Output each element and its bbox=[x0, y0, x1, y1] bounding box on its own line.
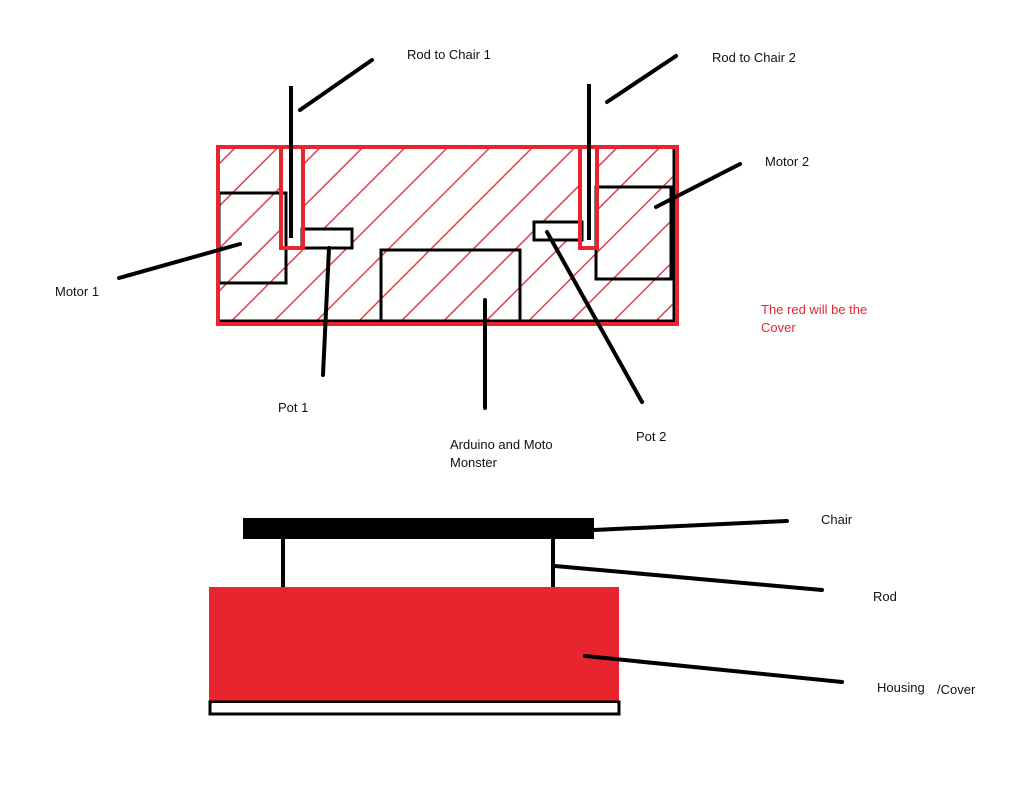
label-motor-1: Motor 1 bbox=[55, 284, 100, 299]
leader-housing bbox=[583, 654, 844, 684]
leader-rod bbox=[553, 564, 824, 592]
top-leaders bbox=[117, 54, 742, 410]
label-chair: Chair bbox=[821, 512, 853, 527]
leader-pot-1 bbox=[321, 246, 331, 377]
leader-rod-to-chair-2 bbox=[605, 54, 678, 104]
cover-hatch-fill bbox=[218, 147, 677, 324]
leader-pot-2 bbox=[545, 230, 644, 404]
label-rod-to-chair-1: Rod to Chair 1 bbox=[407, 47, 491, 62]
label-arduino: Arduino and Moto Monster bbox=[450, 437, 553, 470]
label-cover-note: The red will be the Cover bbox=[761, 302, 868, 335]
leader-rod-to-chair-1 bbox=[298, 58, 374, 112]
label-motor-2: Motor 2 bbox=[765, 154, 810, 169]
leader-motor-1 bbox=[117, 242, 242, 280]
chair-bar bbox=[243, 518, 594, 539]
label-cover: /Cover bbox=[937, 682, 976, 697]
label-rod-to-chair-2: Rod to Chair 2 bbox=[712, 50, 796, 65]
leader-motor-2 bbox=[654, 162, 742, 209]
housing-block bbox=[209, 587, 619, 702]
label-housing: Housing bbox=[877, 680, 925, 695]
top-view bbox=[216, 84, 679, 326]
leader-chair bbox=[592, 519, 789, 532]
label-pot-1: Pot 1 bbox=[278, 400, 309, 415]
label-rod: Rod bbox=[873, 589, 897, 604]
side-view bbox=[208, 518, 621, 716]
pot-1-box bbox=[300, 227, 354, 250]
cover-outline bbox=[216, 145, 679, 326]
housing-base-gap-mask bbox=[212, 703, 617, 709]
pot-2-box bbox=[532, 220, 584, 242]
side-leaders bbox=[553, 519, 844, 684]
label-pot-2: Pot 2 bbox=[636, 429, 667, 444]
